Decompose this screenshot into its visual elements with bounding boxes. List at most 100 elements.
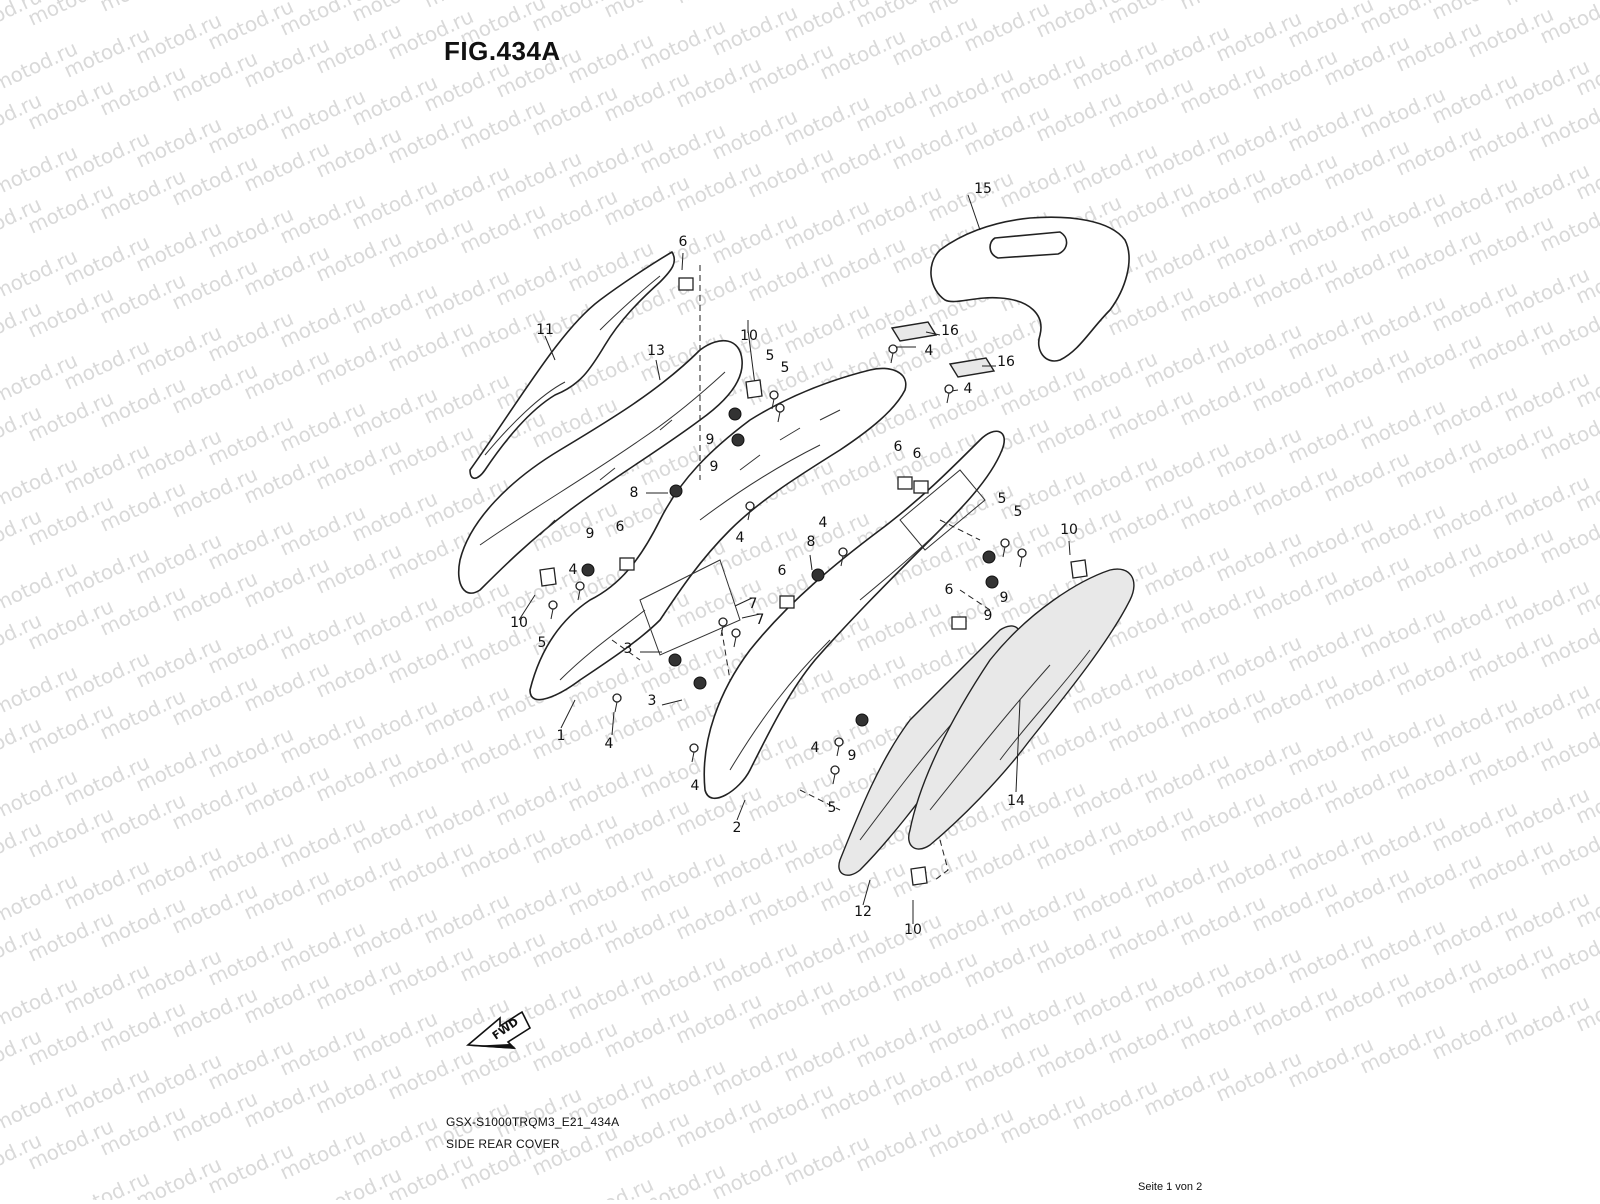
speed-nut <box>678 277 694 291</box>
leader-line <box>967 194 981 231</box>
callout-c9f: 9 <box>848 748 857 764</box>
fasteners-layer <box>518 194 1088 924</box>
screw-shank <box>747 509 751 521</box>
part-2-lower-frame <box>703 430 1005 799</box>
callout-c4g: 4 <box>691 778 700 794</box>
watermark-text: motod.ru <box>168 0 261 3</box>
callout-c6c: 6 <box>778 563 787 579</box>
screw-head <box>888 344 898 354</box>
callout-c4b: 4 <box>569 562 578 578</box>
speed-nut <box>779 595 795 609</box>
figure-title: FIG.434A <box>444 36 561 66</box>
callout-c6b: 6 <box>616 519 625 535</box>
speed-nut <box>913 480 929 494</box>
grommet <box>982 550 996 564</box>
screw-shank <box>550 608 554 620</box>
screw-head <box>1017 548 1027 558</box>
screw-head <box>548 600 558 610</box>
callout-c10b: 10 <box>740 328 758 344</box>
screw-head <box>769 390 779 400</box>
watermark-text: motod.ru <box>96 0 189 17</box>
callout-c9a: 9 <box>586 526 595 542</box>
callout-c3b: 3 <box>648 693 657 709</box>
callout-c9b: 9 <box>706 432 715 448</box>
callout-c2: 2 <box>733 820 742 836</box>
callout-c5c: 5 <box>781 360 790 376</box>
callout-c5f: 5 <box>828 800 837 816</box>
callout-c10d: 10 <box>904 922 922 938</box>
assembly-dash-line <box>934 839 949 881</box>
screw-shank <box>1019 556 1023 568</box>
screw-head <box>834 737 844 747</box>
watermark-text: motod.ru <box>672 0 765 9</box>
grommet <box>668 653 682 667</box>
callout-c4a: 4 <box>605 736 614 752</box>
model-code: GSX-S1000TRQM3_E21_434A <box>446 1115 620 1129</box>
screw-head <box>575 581 585 591</box>
leader-line <box>611 711 615 736</box>
callout-c4d: 4 <box>925 343 934 359</box>
callout-c11: 11 <box>536 322 554 338</box>
screw-shank <box>1002 546 1006 558</box>
leader-line <box>1068 540 1071 556</box>
screw-shank <box>836 745 840 757</box>
grommet <box>811 568 825 582</box>
screw-shank <box>777 411 781 423</box>
callout-c9c: 9 <box>710 459 719 475</box>
callout-c4c: 4 <box>736 530 745 546</box>
watermark-text: motod.ru <box>1176 0 1269 15</box>
screw-shank <box>890 352 894 364</box>
speed-nut <box>619 557 635 571</box>
callout-c4e: 4 <box>964 381 973 397</box>
screw-shank <box>720 625 724 637</box>
fwd-arrow: FWD <box>465 1010 532 1049</box>
callout-c7a: 7 <box>749 596 758 612</box>
screw-shank <box>691 751 695 763</box>
speed-nut <box>951 616 967 630</box>
clip <box>539 567 557 587</box>
callout-c6a: 6 <box>679 234 688 250</box>
screw-shank <box>946 392 950 404</box>
callout-c5a: 5 <box>538 635 547 651</box>
leader-line <box>544 335 556 361</box>
part-11-trim <box>469 251 676 480</box>
leader-line <box>747 320 756 386</box>
grommet <box>728 407 742 421</box>
leader-line <box>681 252 684 271</box>
callout-c15: 15 <box>974 181 992 197</box>
screw-shank <box>771 398 775 410</box>
diagram-subtitle: SIDE REAR COVER <box>446 1137 560 1151</box>
page-indicator: Seite 1 von 2 <box>1138 1181 1203 1193</box>
callout-c4h: 4 <box>811 740 820 756</box>
screw-head <box>775 403 785 413</box>
callout-c9d: 9 <box>1000 590 1009 606</box>
leader-line <box>518 594 536 621</box>
part-16-pad-lower <box>948 357 996 378</box>
callout-c6d: 6 <box>894 439 903 455</box>
grommet <box>985 575 999 589</box>
callout-c8b: 8 <box>807 534 816 550</box>
leader-line <box>661 699 683 706</box>
callout-c14: 14 <box>1007 793 1025 809</box>
leader-line <box>925 331 941 336</box>
callout-c5e: 5 <box>1014 504 1023 520</box>
callout-c16a: 16 <box>941 323 959 339</box>
assembly-dash-line <box>959 589 991 611</box>
leader-line <box>655 359 661 381</box>
clip <box>1070 559 1088 579</box>
grommet <box>731 433 745 447</box>
callout-c7b: 7 <box>756 612 765 628</box>
callout-c5b: 5 <box>766 348 775 364</box>
callout-c5d: 5 <box>998 491 1007 507</box>
assembly-dash-line <box>799 789 841 811</box>
screw-head <box>718 617 728 627</box>
assembly-dash-line <box>719 619 731 681</box>
assembly-dash-line <box>939 519 981 541</box>
speed-nut <box>897 476 913 490</box>
screw-head <box>944 384 954 394</box>
callout-c8a: 8 <box>630 485 639 501</box>
part-16-pad-upper <box>890 321 938 342</box>
